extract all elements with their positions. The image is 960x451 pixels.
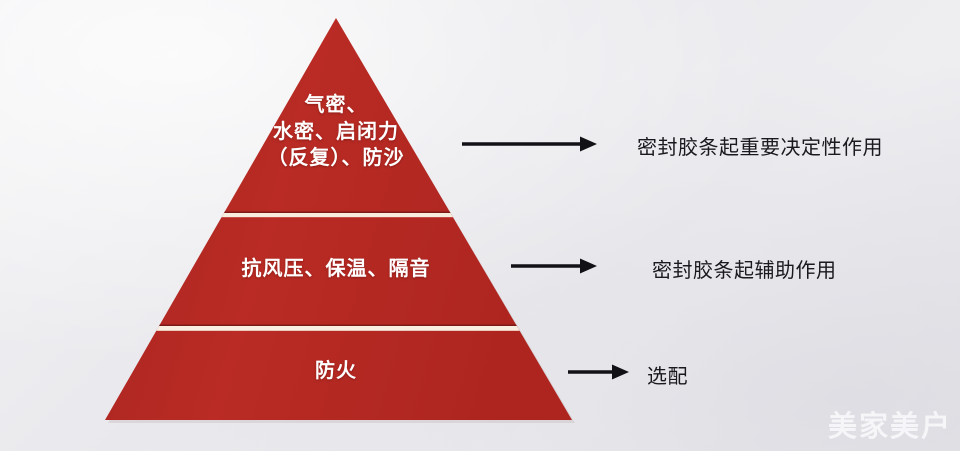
- pyramid-dividers: [105, 211, 572, 331]
- arrow-right-icon-2: [511, 258, 597, 274]
- callout-label-2: 密封胶条起辅助作用: [652, 260, 837, 282]
- pyramid-tier-label-top: 气密、 水密、启闭力 （反复）、防沙: [267, 94, 405, 170]
- watermark: 美家美户: [827, 411, 952, 443]
- divider-bottom: [105, 326, 572, 331]
- divider-top-shade: [105, 211, 572, 214]
- divider-top: [105, 213, 572, 218]
- callout-label-3: 选配: [647, 366, 688, 388]
- callout-label-1: 密封胶条起重要决定性作用: [637, 137, 883, 159]
- pyramid-tier-label-bottom: 防火: [315, 360, 357, 382]
- arrow-right-icon-3: [568, 364, 629, 380]
- pyramid-shadow: [108, 22, 575, 423]
- pyramid-tier-label-middle: 抗风压、保温、隔音: [241, 258, 431, 280]
- arrow-right-icon-1: [462, 136, 597, 152]
- callout-arrows: [462, 136, 629, 380]
- pyramid-body: [105, 18, 572, 420]
- divider-bottom-shade: [105, 324, 572, 327]
